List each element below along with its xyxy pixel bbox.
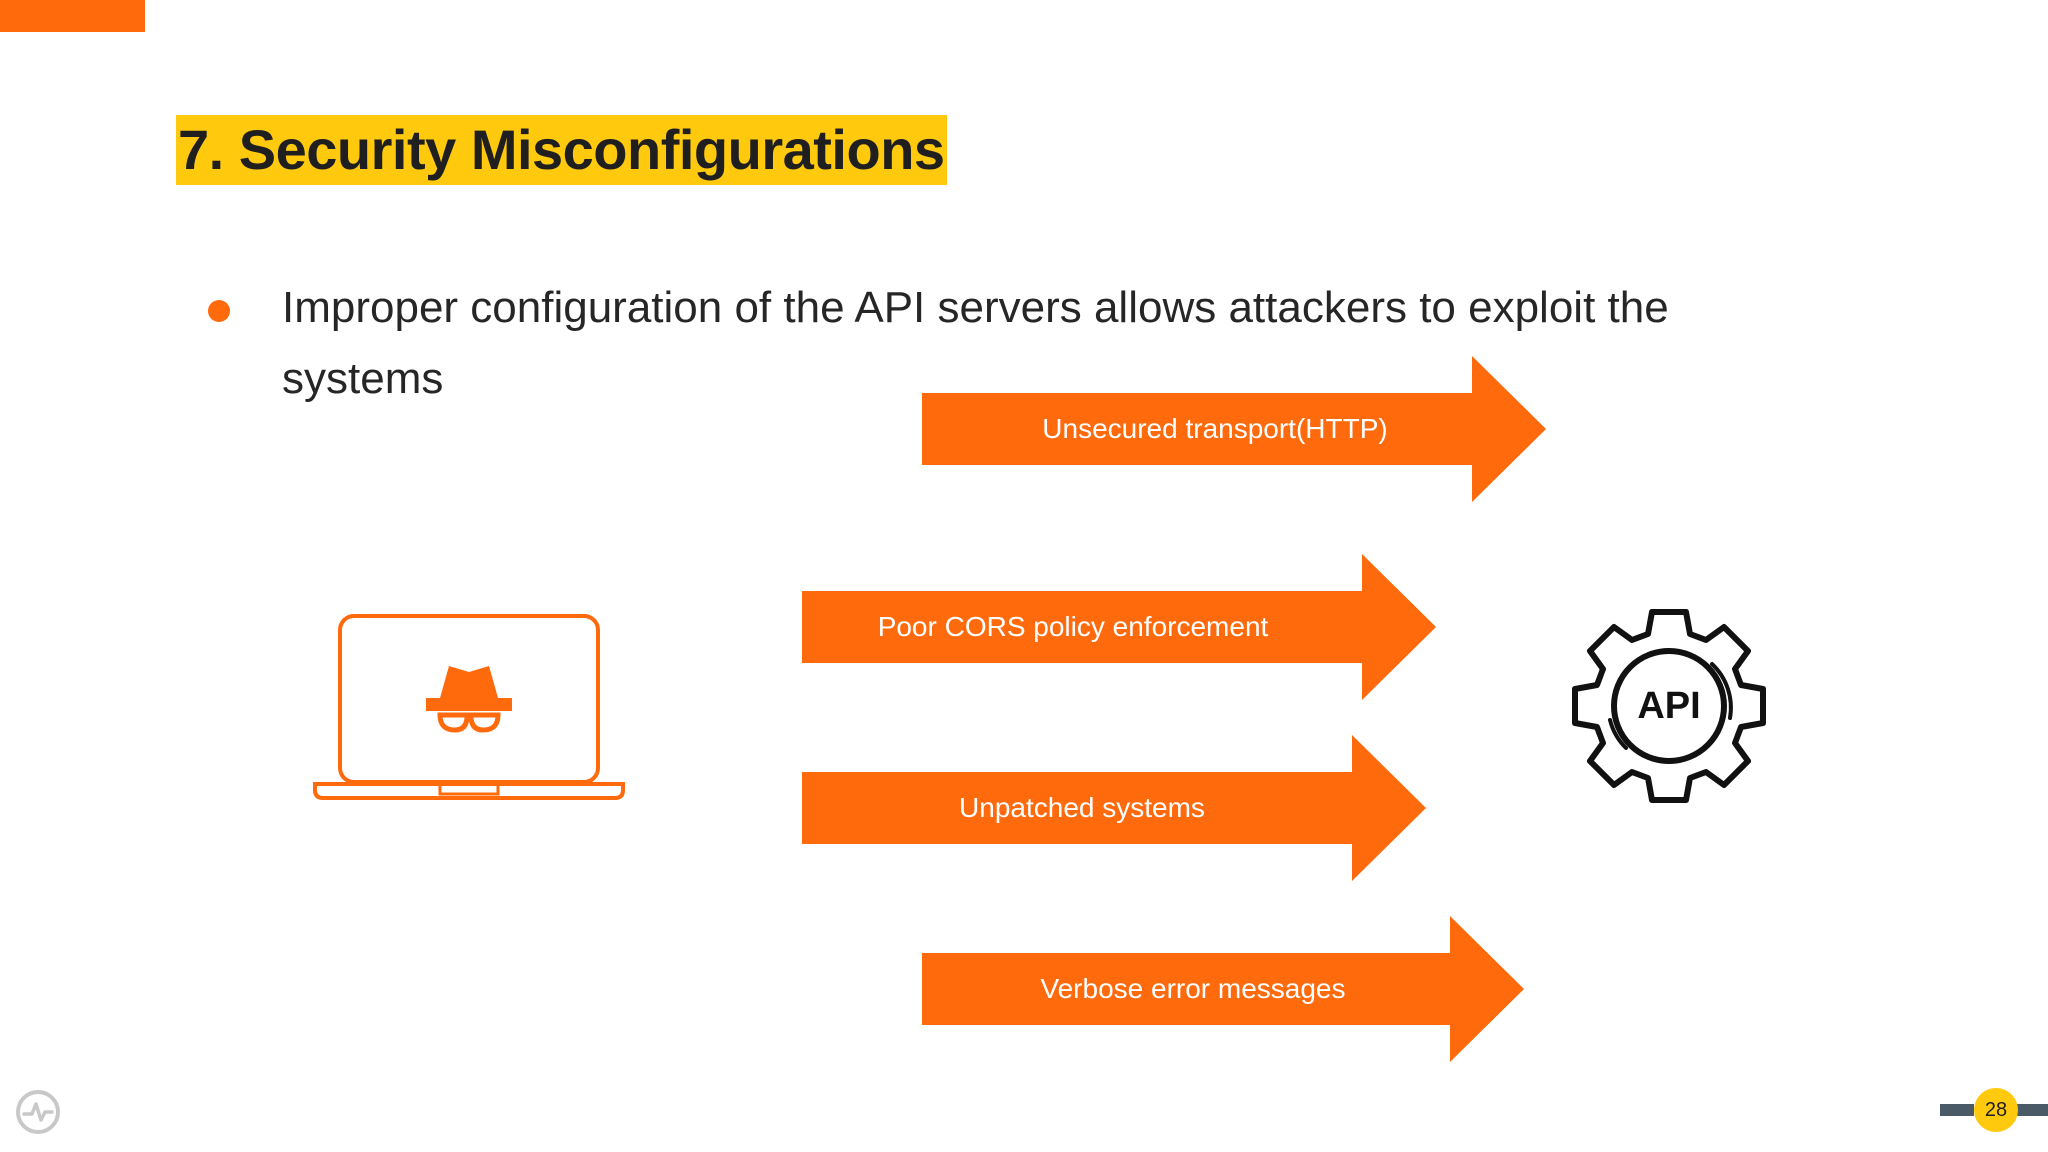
api-gear-icon: API <box>1570 608 1768 811</box>
arrow-label: Unpatched systems <box>959 792 1205 823</box>
arrow-shape <box>802 554 1436 700</box>
arrow-label: Unsecured transport(HTTP) <box>1042 413 1388 444</box>
bullet-dot <box>208 300 230 322</box>
arrow-label: Verbose error messages <box>1040 973 1346 1004</box>
arrow-label: Poor CORS policy enforcement <box>877 611 1269 642</box>
page-number: 28 <box>1974 1088 2018 1132</box>
arrow-poor-cors: Poor CORS policy enforcement <box>802 554 1436 700</box>
arrow-shape <box>922 356 1546 502</box>
arrow-verbose-errors: Verbose error messages <box>922 916 1524 1062</box>
bullet-text: Improper configuration of the API server… <box>282 283 1669 403</box>
page-bar-right <box>2012 1104 2048 1116</box>
laptop-hacker-icon <box>312 612 626 807</box>
arrow-unsecured-transport: Unsecured transport(HTTP) <box>922 356 1546 502</box>
slide-title: 7. Security Misconfigurations <box>176 115 947 185</box>
page-bar-left <box>1940 1104 1974 1116</box>
activity-logo-icon <box>14 1088 62 1141</box>
arrow-shape <box>802 735 1426 881</box>
api-text: API <box>1637 685 1700 727</box>
arrow-unpatched-systems: Unpatched systems <box>802 735 1426 881</box>
arrow-shape <box>922 916 1524 1062</box>
top-accent-bar <box>0 0 145 32</box>
